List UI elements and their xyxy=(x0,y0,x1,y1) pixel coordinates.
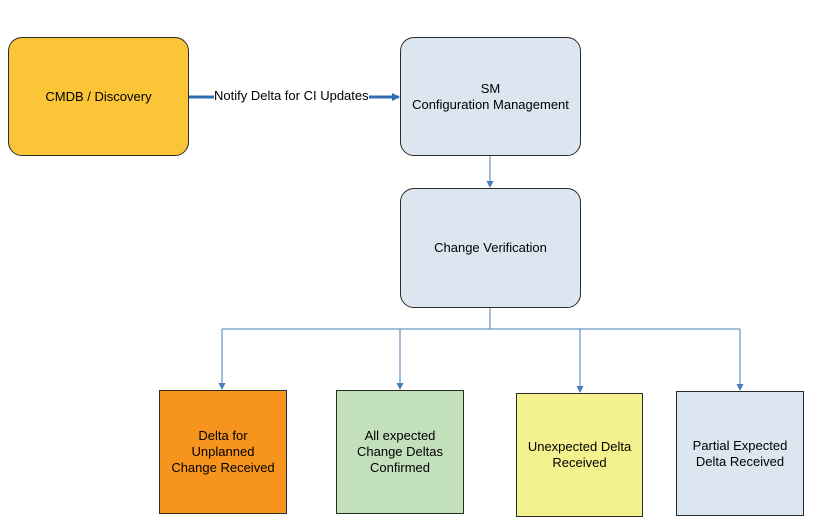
unplanned-change-node: Delta for Unplanned Change Received xyxy=(159,390,287,514)
sm-configuration-management-node: SM Configuration Management xyxy=(400,37,581,156)
notify-delta-label: Notify Delta for CI Updates xyxy=(214,88,369,104)
verification-label: Change Verification xyxy=(434,240,547,255)
partial-line2: Delta Received xyxy=(695,453,785,469)
sm-label-line2: Configuration Management xyxy=(412,96,569,112)
unplanned-line2: Unplanned xyxy=(191,444,255,459)
unexpected-line2: Received xyxy=(552,455,607,470)
confirmed-line2: Change Deltas xyxy=(357,444,443,459)
unexpected-line1: Unexpected Delta xyxy=(527,439,632,454)
deltas-confirmed-node: All expected Change Deltas Confirmed xyxy=(336,390,464,514)
unexpected-delta-node: Unexpected Delta Received xyxy=(516,393,643,517)
change-verification-node: Change Verification xyxy=(400,188,581,308)
unplanned-line1: Delta for xyxy=(198,428,248,443)
confirmed-line1: All expected xyxy=(364,428,436,443)
confirmed-line3: Confirmed xyxy=(370,460,430,475)
cmdb-discovery-node: CMDB / Discovery xyxy=(8,37,189,156)
partial-line1: Partial Expected xyxy=(692,437,788,453)
cmdb-label: CMDB / Discovery xyxy=(45,88,152,104)
sm-label-line1: SM xyxy=(480,80,501,96)
partial-expected-delta-node: Partial Expected Delta Received xyxy=(676,391,804,516)
unplanned-line3: Change Received xyxy=(171,460,275,475)
